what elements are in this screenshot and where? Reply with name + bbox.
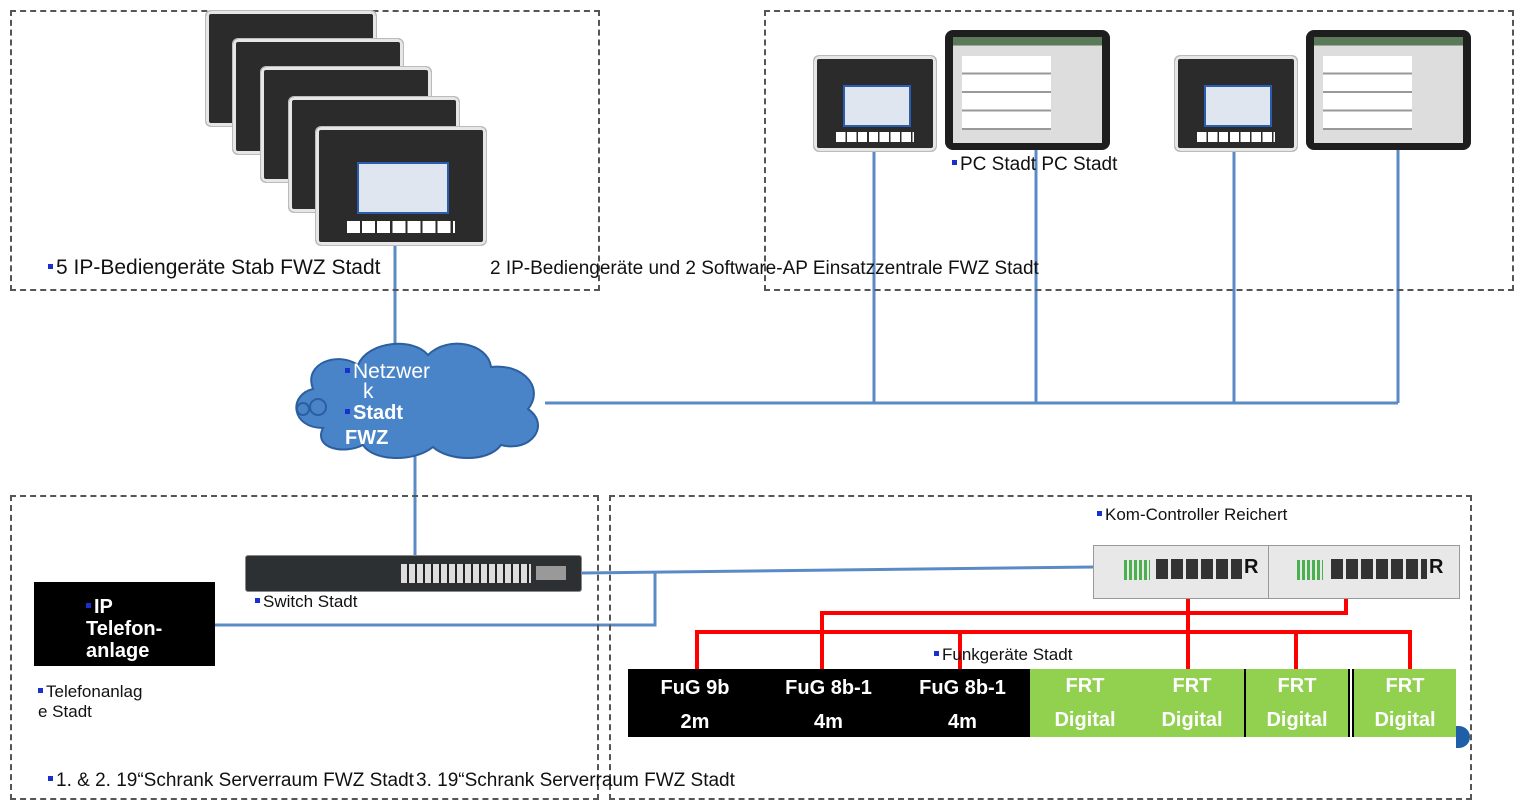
ip-panel-5	[315, 126, 487, 246]
decorative-dot-icon	[1456, 726, 1470, 748]
reichert-logo-icon: R	[1429, 556, 1444, 578]
switch-device	[245, 555, 582, 592]
radio-fug-8b-1-a: FuG 8b-1 4m	[762, 669, 895, 737]
software-ap-pc-1	[945, 30, 1110, 150]
label-server-1-2: 1. & 2. 19“Schrank Serverraum FWZ Stadt	[48, 770, 414, 792]
bullet-icon	[38, 688, 43, 694]
radio-fug-8b-1-b: FuG 8b-1 4m	[895, 669, 1030, 737]
bullet-icon	[1097, 511, 1102, 517]
line-switch-to-controller	[581, 565, 1096, 575]
zone-server-3	[609, 495, 1472, 800]
phone-system-box: IP Telefon- anlage	[34, 582, 215, 666]
red-bus-upper	[820, 598, 1190, 669]
bullet-icon	[86, 603, 91, 609]
ip-panel-ez-1	[813, 55, 937, 152]
bullet-icon	[934, 651, 939, 657]
network-cloud-icon	[295, 342, 539, 459]
radio-frt-3: FRT Digital	[1244, 669, 1350, 737]
zone-server-1-2	[10, 495, 599, 800]
label-server-3: 3. 19“Schrank Serverraum FWZ Stadt	[416, 770, 735, 791]
bullet-icon	[255, 598, 260, 604]
pc-label: PC Stadt PC Stadt	[952, 154, 1117, 176]
red-bus-lower	[695, 630, 1412, 669]
radio-frt-4: FRT Digital	[1352, 669, 1456, 737]
switch-ports	[401, 564, 531, 583]
controller-label: Kom-Controller Reichert	[1097, 505, 1287, 525]
network-sublabel: Stadt FWZ	[345, 402, 403, 449]
software-ap-pc-2	[1306, 30, 1471, 150]
radio-frt-2: FRT Digital	[1140, 669, 1244, 737]
network-label: Netzwer k	[345, 361, 430, 402]
radio-frt-1: FRT Digital	[1030, 669, 1140, 737]
radios-label: Funkgeräte Stadt	[934, 645, 1072, 665]
bullet-icon	[345, 409, 350, 415]
bullet-icon	[952, 160, 957, 166]
kom-controller-1: R	[1093, 545, 1270, 599]
line-phone-to-network	[215, 573, 657, 627]
ip-panel-ez-2	[1174, 55, 1298, 152]
zone-einsatzzentrale	[764, 10, 1514, 291]
radio-fug-9b: FuG 9b 2m	[628, 669, 762, 737]
bullet-icon	[345, 367, 350, 373]
bullet-icon	[48, 263, 53, 269]
phone-system-caption: Telefonanlag e Stadt	[38, 682, 143, 721]
switch-label: Switch Stadt	[255, 592, 358, 612]
label-stab: 5 IP-Bediengeräte Stab FWZ Stadt	[48, 256, 381, 280]
label-einsatzzentrale: 2 IP-Bediengeräte und 2 Software-AP Eins…	[490, 258, 1039, 279]
reichert-logo-icon: R	[1244, 556, 1259, 578]
bullet-icon	[48, 776, 53, 782]
kom-controller-2: R	[1268, 545, 1460, 599]
